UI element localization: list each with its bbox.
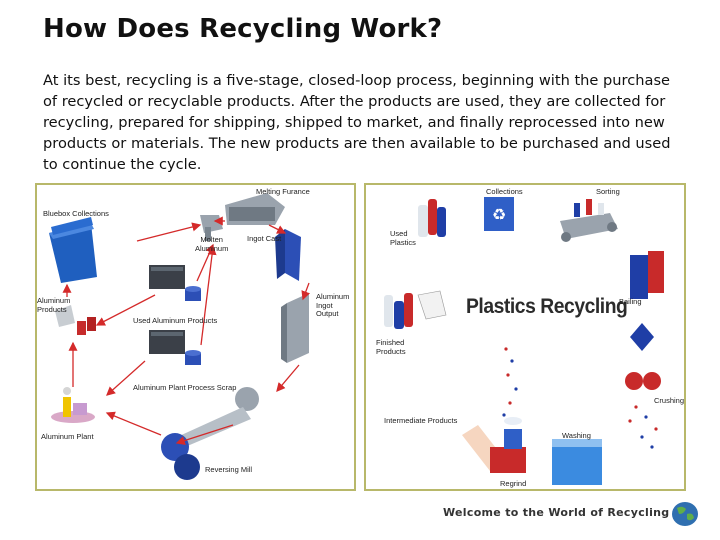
label-ingot-cast: Ingot Cast bbox=[247, 234, 282, 243]
finished-products-icon bbox=[384, 290, 447, 329]
ingot-cast-icon bbox=[275, 229, 301, 281]
crushing-icon bbox=[625, 323, 661, 390]
label-regrind: Regrind bbox=[500, 479, 527, 488]
melting-furnace-icon bbox=[225, 193, 285, 225]
cycle-arrows bbox=[62, 216, 310, 445]
aluminum-ingot-icon bbox=[281, 293, 309, 363]
aluminum-cycle-graphics bbox=[49, 193, 310, 480]
label-molten-aluminum: Molten Aluminum bbox=[195, 235, 229, 253]
collections-recycle-bin-icon: ♻ bbox=[484, 197, 514, 231]
footer-text: Welcome to the World of Recycling bbox=[443, 506, 670, 519]
label-bailing: Bailing bbox=[619, 297, 642, 306]
aluminum-cans-icon bbox=[55, 305, 96, 335]
label-used-plastics: Used Plastics bbox=[390, 229, 416, 247]
used-aluminum-products-icon bbox=[149, 265, 201, 301]
globe-icon bbox=[672, 502, 698, 526]
washing-tank-icon bbox=[552, 439, 602, 485]
label-ingot-output: Aluminum Ingot Output bbox=[316, 292, 350, 318]
label-bluebox-collections: Bluebox Collections bbox=[43, 209, 109, 218]
bluebox-bin-icon bbox=[49, 217, 97, 283]
label-crushing: Crushing bbox=[654, 396, 685, 405]
slide-body-text: At its best, recycling is a five-stage, … bbox=[43, 72, 671, 173]
slide-title: How Does Recycling Work? bbox=[43, 14, 443, 44]
bailing-cubes-icon bbox=[630, 251, 664, 299]
label-sorting: Sorting bbox=[596, 187, 620, 196]
label-aluminum-plant: Aluminum Plant bbox=[41, 432, 94, 441]
label-reversing-mill: Reversing Mill bbox=[205, 465, 253, 474]
plastics-recycling-diagram: ♻ bbox=[364, 183, 686, 491]
label-intermediate-products: Intermediate Products bbox=[384, 416, 458, 425]
plastics-recycling-title: Plastics Recycling bbox=[466, 295, 628, 318]
used-plastics-icon bbox=[418, 199, 446, 237]
label-finished-products: Finished Products bbox=[376, 338, 406, 356]
aluminum-recycling-diagram: Bluebox Collections Melting Furance Molt… bbox=[35, 183, 356, 491]
svg-text:♻: ♻ bbox=[492, 205, 506, 224]
plastic-flakes-icon bbox=[502, 347, 658, 449]
label-used-aluminum-products: Used Aluminum Products bbox=[133, 316, 218, 325]
label-washing: Washing bbox=[562, 431, 591, 440]
label-process-scrap: Aluminum Plant Process Scrap bbox=[133, 383, 237, 392]
regrind-machine-icon bbox=[462, 417, 526, 473]
label-aluminum-products: Aluminum Products bbox=[37, 296, 71, 314]
aluminum-plant-icon bbox=[51, 387, 95, 423]
process-scrap-icon bbox=[149, 330, 201, 365]
sorting-conveyor-icon bbox=[560, 199, 618, 242]
label-collections: Collections bbox=[486, 187, 523, 196]
plastics-cycle-graphics: ♻ bbox=[384, 197, 664, 485]
label-melting-furnace: Melting Furance bbox=[256, 187, 310, 196]
